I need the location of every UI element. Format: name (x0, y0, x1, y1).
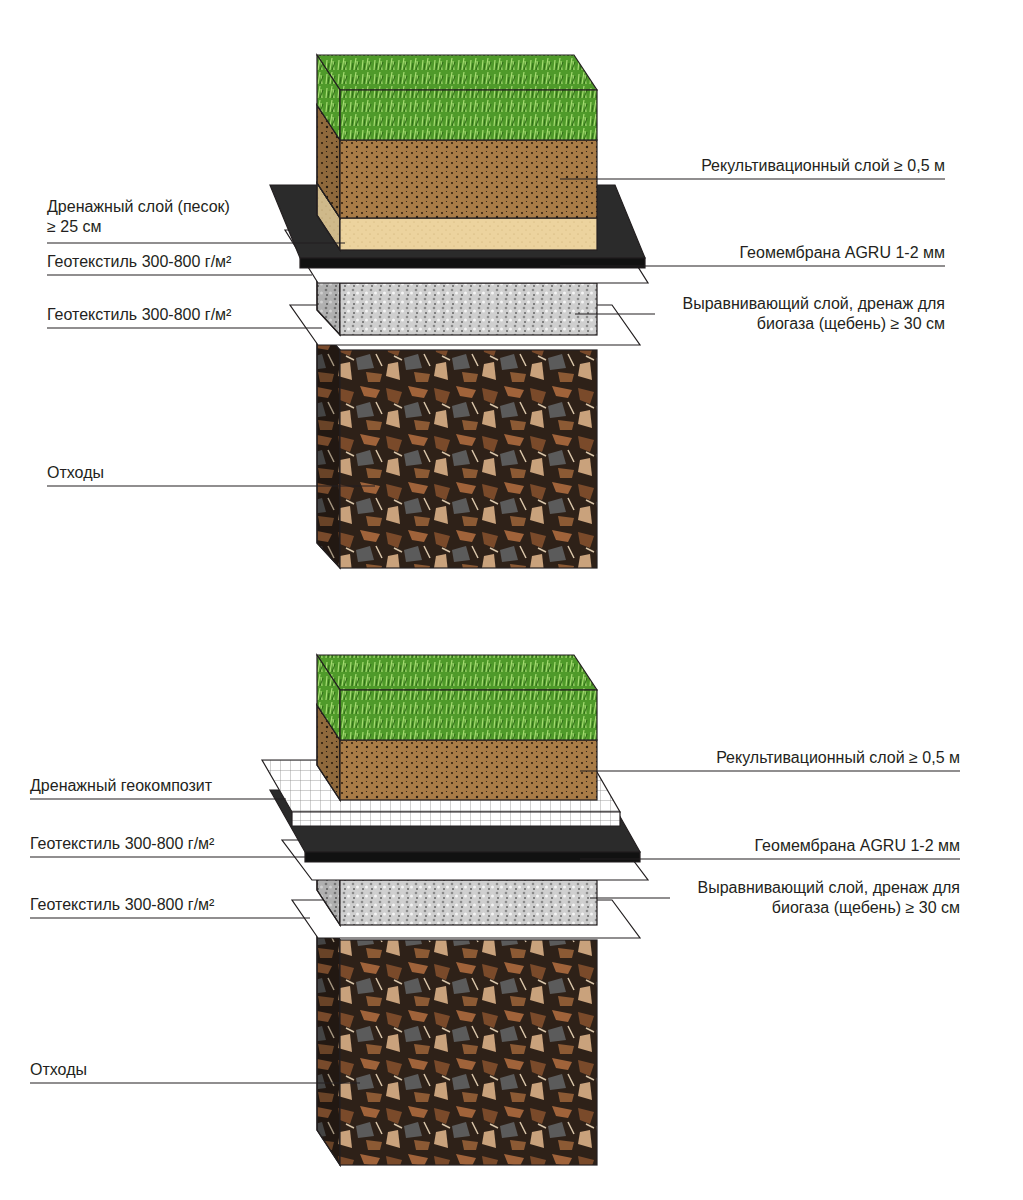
soil-front (340, 740, 597, 800)
leader-line (47, 485, 375, 486)
layer-label: Рекультивационный слой ≥ 0,5 м (600, 156, 945, 176)
grass-side (317, 55, 340, 140)
geocomposite-edge (292, 812, 620, 826)
leader-line (560, 178, 945, 179)
layer-label: Геомембрана AGRU 1-2 мм (600, 243, 945, 263)
gravel-front (340, 283, 597, 335)
leader-lines (30, 771, 960, 1083)
layer-label: Выравнивающий слой, дренаж для биогаза (… (660, 878, 960, 918)
waste-side (317, 905, 340, 1165)
waste-front (340, 350, 597, 568)
leader-line (30, 1082, 360, 1083)
sand-front (340, 218, 597, 250)
layer-label: Дренажный слой (песок) ≥ 25 см (47, 197, 237, 237)
layer-label: Выравнивающий слой, дренаж для биогаза (… (645, 294, 945, 334)
cover-section-geocomposite (262, 655, 648, 1165)
leader-line (580, 858, 960, 859)
layer-label: Геотекстиль 300-800 г/м² (30, 834, 290, 854)
geomembrane-edge (305, 852, 640, 862)
waste-shade (317, 905, 340, 1165)
grass-top (317, 55, 597, 90)
layer-label: Дренажный геокомпозит (30, 776, 270, 796)
layer-label: Геотекстиль 300-800 г/м² (47, 252, 347, 272)
waste-shade (317, 325, 340, 568)
layer-label: Геомембрана AGRU 1-2 мм (615, 836, 960, 856)
layer-label: Отходы (47, 463, 347, 483)
grass-side (317, 655, 340, 740)
leader-line (47, 327, 322, 328)
waste-front (340, 940, 597, 1165)
gravel-front (340, 880, 597, 925)
leader-line (47, 242, 345, 243)
leader-line (580, 770, 960, 771)
cover-section-sand (270, 55, 648, 568)
layer-label: Отходы (30, 1060, 330, 1080)
grass-front (340, 690, 597, 740)
leader-line (30, 917, 310, 918)
grass-front (340, 90, 597, 140)
leader-lines (47, 179, 945, 486)
leader-line (30, 798, 286, 799)
leader-line (590, 897, 670, 898)
layer-label: Геотекстиль 300-800 г/м² (30, 895, 300, 915)
waste-side (317, 325, 340, 568)
soil-front (340, 140, 597, 218)
layer-label: Геотекстиль 300-800 г/м² (47, 305, 347, 325)
leader-line (47, 274, 312, 275)
leader-line (30, 856, 305, 857)
leader-line (560, 265, 945, 266)
leader-line (575, 313, 655, 314)
grass-top (317, 655, 597, 690)
layer-label: Рекультивационный слой ≥ 0,5 м (615, 748, 960, 768)
